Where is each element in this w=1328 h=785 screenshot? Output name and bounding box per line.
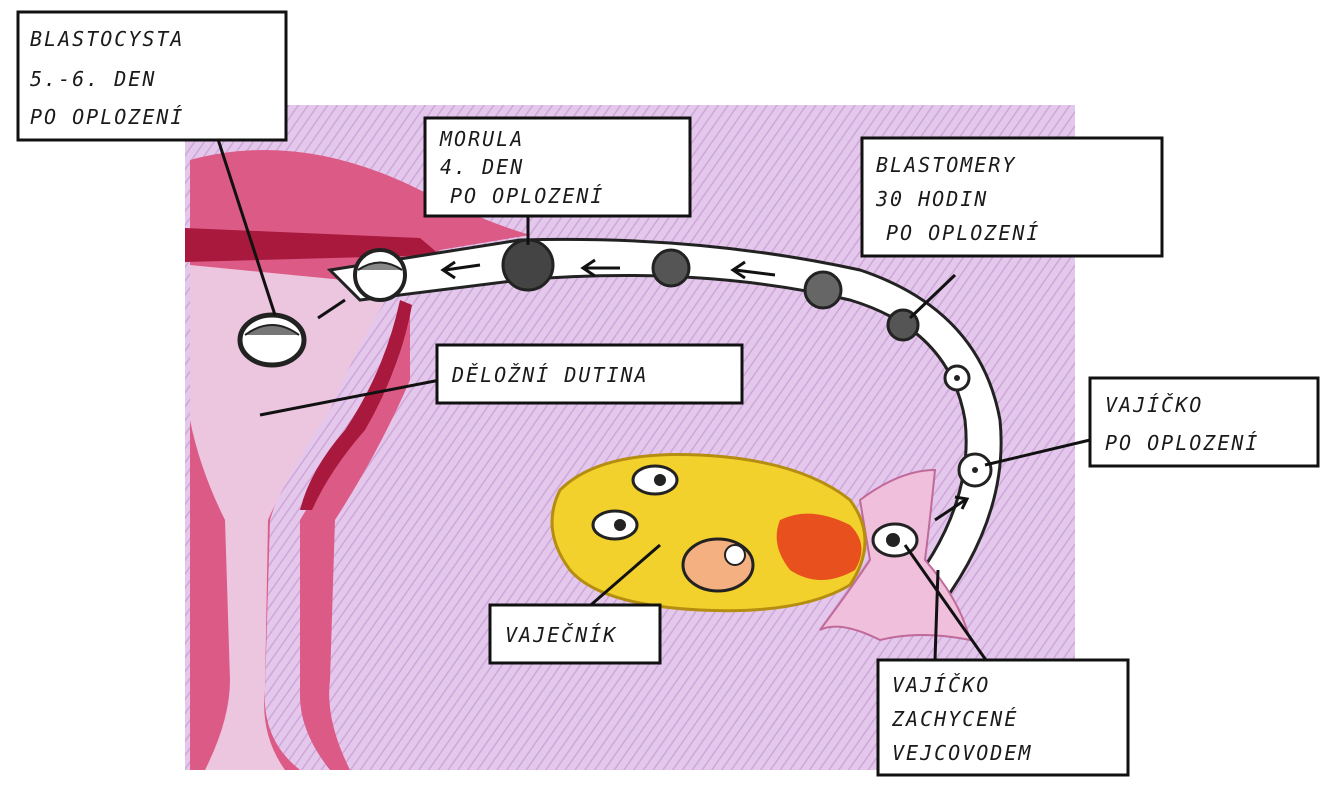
label-blastomery-line1: BLASTOMERY <box>876 153 1016 177</box>
blastocyst <box>240 315 304 365</box>
label-vajicko-zachycene: VAJÍČKO ZACHYCENÉ VEJCOVODEM <box>878 660 1128 775</box>
label-vajicko-zachycene-line2: ZACHYCENÉ <box>891 707 1018 731</box>
label-vajecnik-text: VAJEČNÍK <box>505 623 617 647</box>
label-morula: MORULA 4. DEN PO OPLOZENÍ <box>425 118 690 216</box>
label-blastocysta: BLASTOCYSTA 5.-6. DEN PO OPLOZENÍ <box>18 12 286 140</box>
label-vajicko-zachycene-line1: VAJÍČKO <box>892 673 990 697</box>
label-blastomery: BLASTOMERY 30 HODIN PO OPLOZENÍ <box>862 138 1162 256</box>
label-morula-line2: 4. DEN <box>440 155 524 179</box>
label-delozni-dutina-text: DĚLOŽNÍ DUTINA <box>451 363 649 387</box>
blastomeres-8 <box>805 272 841 308</box>
label-blastomery-line3: PO OPLOZENÍ <box>886 221 1040 245</box>
label-vajicko-po-line1: VAJÍČKO <box>1105 393 1203 417</box>
label-vajecnik: VAJEČNÍK <box>490 605 660 663</box>
label-morula-line3: PO OPLOZENÍ <box>450 184 604 208</box>
early-blastocyst <box>355 250 405 300</box>
label-blastocysta-line2: 5.-6. DEN <box>30 67 156 91</box>
label-morula-line1: MORULA <box>439 127 524 151</box>
morula-cell <box>503 240 553 290</box>
label-delozni-dutina: DĚLOŽNÍ DUTINA <box>437 345 742 403</box>
label-blastocysta-line1: BLASTOCYSTA <box>30 27 184 51</box>
label-blastomery-line2: 30 HODIN <box>875 187 988 211</box>
label-blastocysta-line3: PO OPLOZENÍ <box>30 105 184 129</box>
label-vajicko-po-line2: PO OPLOZENÍ <box>1105 431 1259 455</box>
label-vajicko-po-oplozeni: VAJÍČKO PO OPLOZENÍ <box>1090 378 1318 466</box>
follicle-3 <box>683 539 753 591</box>
blastomeres-16 <box>653 250 689 286</box>
label-vajicko-zachycene-line3: VEJCOVODEM <box>892 741 1032 765</box>
